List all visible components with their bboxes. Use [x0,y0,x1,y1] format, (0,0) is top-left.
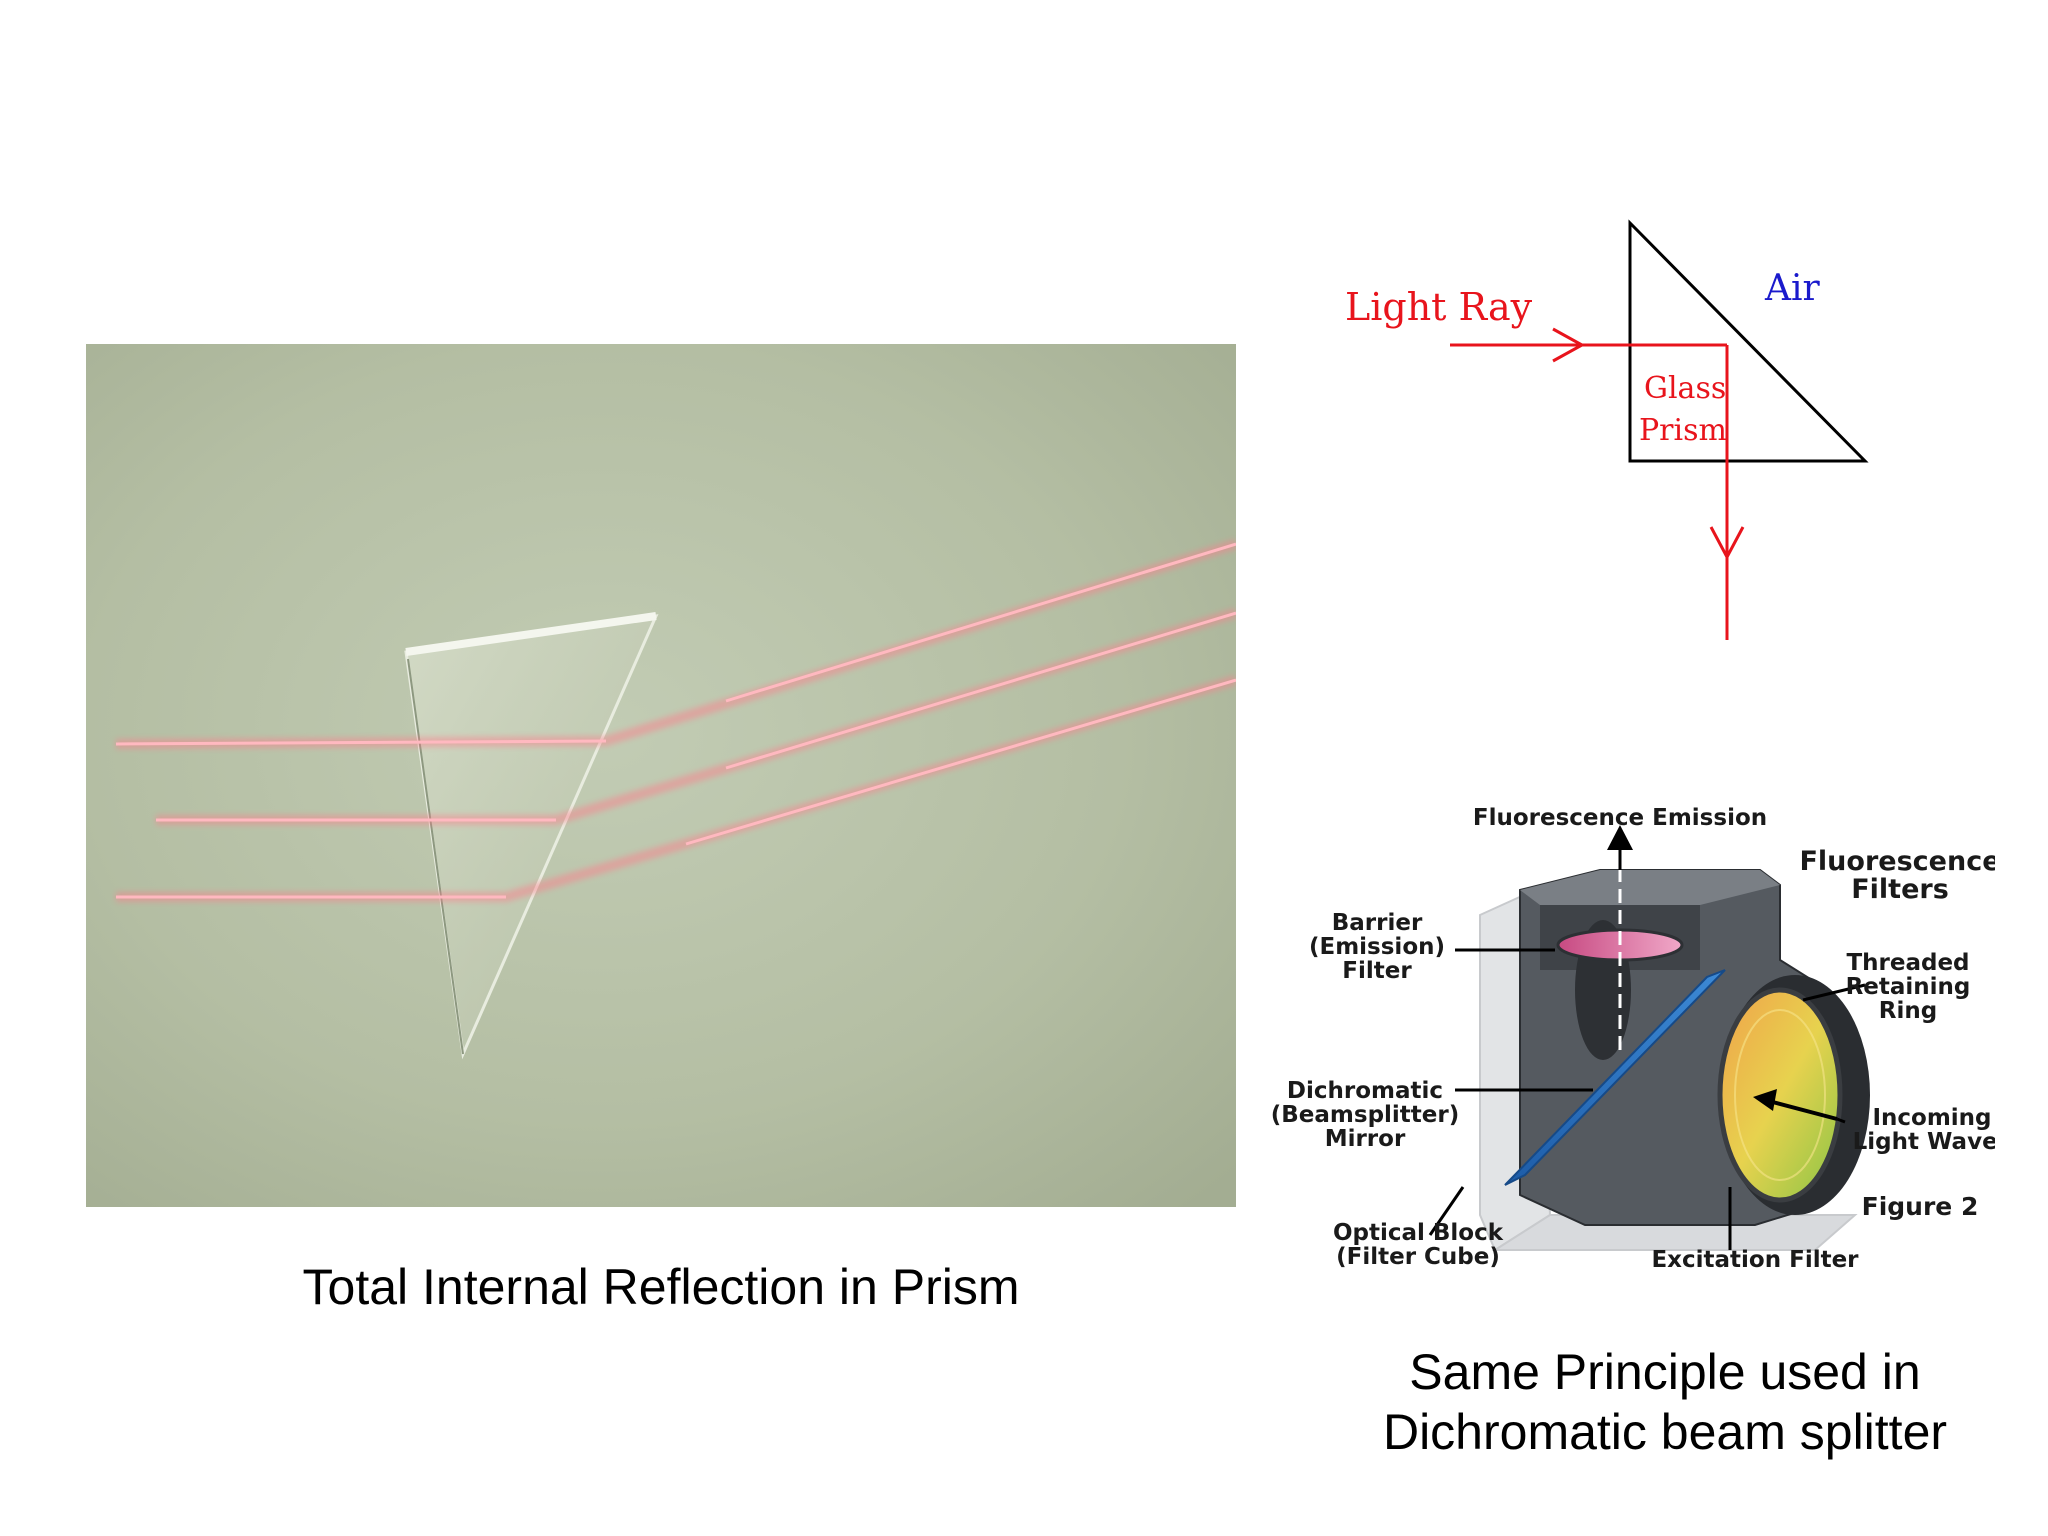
fluorescence-filters-title-2: Filters [1851,874,1949,905]
incoming-arrow-icon [1753,1089,1777,1111]
air-label: Air [1764,268,1821,309]
caption-dichromatic-beam-splitter: Same Principle used in Dichromatic beam … [1340,1342,1990,1462]
barrier-label-1: Barrier [1332,910,1423,936]
dichromatic-mirror [1504,969,1726,1186]
threaded-label-1: Threaded [1846,950,1969,976]
light-ray-label: Light Ray [1345,285,1533,329]
caption-right-line-2: Dichromatic beam splitter [1382,1404,1948,1460]
optical-block-label-1: Optical Block [1333,1220,1504,1246]
arrow-down-icon [1709,526,1745,561]
glass-prism-triangle [1628,219,1869,463]
optical-block-label-2: (Filter Cube) [1336,1244,1500,1270]
barrier-label-2: (Emission) [1309,934,1445,960]
incoming-label-1: Incoming [1872,1105,1991,1131]
dichromatic-label-2: (Beamsplitter) [1271,1102,1460,1128]
dichromatic-label-1: Dichromatic [1287,1078,1443,1104]
figure-label: Figure 2 [1862,1192,1979,1221]
arrow-right-icon [1552,327,1586,363]
caption-total-internal-reflection: Total Internal Reflection in Prism [302,1259,1020,1315]
dichromatic-label-3: Mirror [1325,1126,1406,1152]
fluorescence-emission-label: Fluorescence Emission [1473,805,1767,831]
fluorescence-filter-cube-diagram: Fluorescence Emission Fluorescence Filte… [1271,805,1995,1273]
glass-label: Glass [1644,371,1726,406]
prism-ray-diagram: Light Ray Air Glass Prism [1345,219,1869,640]
incoming-label-2: Light Waves [1853,1129,1995,1155]
prism-label: Prism [1639,413,1727,448]
arrow-up-icon [1607,825,1633,850]
prism-photo [86,344,1236,1207]
threaded-label-2: Retaining [1846,974,1971,1000]
threaded-label-3: Ring [1879,998,1937,1024]
excitation-filter-label: Excitation Filter [1651,1247,1859,1273]
barrier-label-3: Filter [1342,958,1412,984]
caption-right-line-1: Same Principle used in [1409,1344,1921,1400]
excitation-filter [1717,987,1843,1203]
fluorescence-filters-title-1: Fluorescence [1799,846,1995,877]
